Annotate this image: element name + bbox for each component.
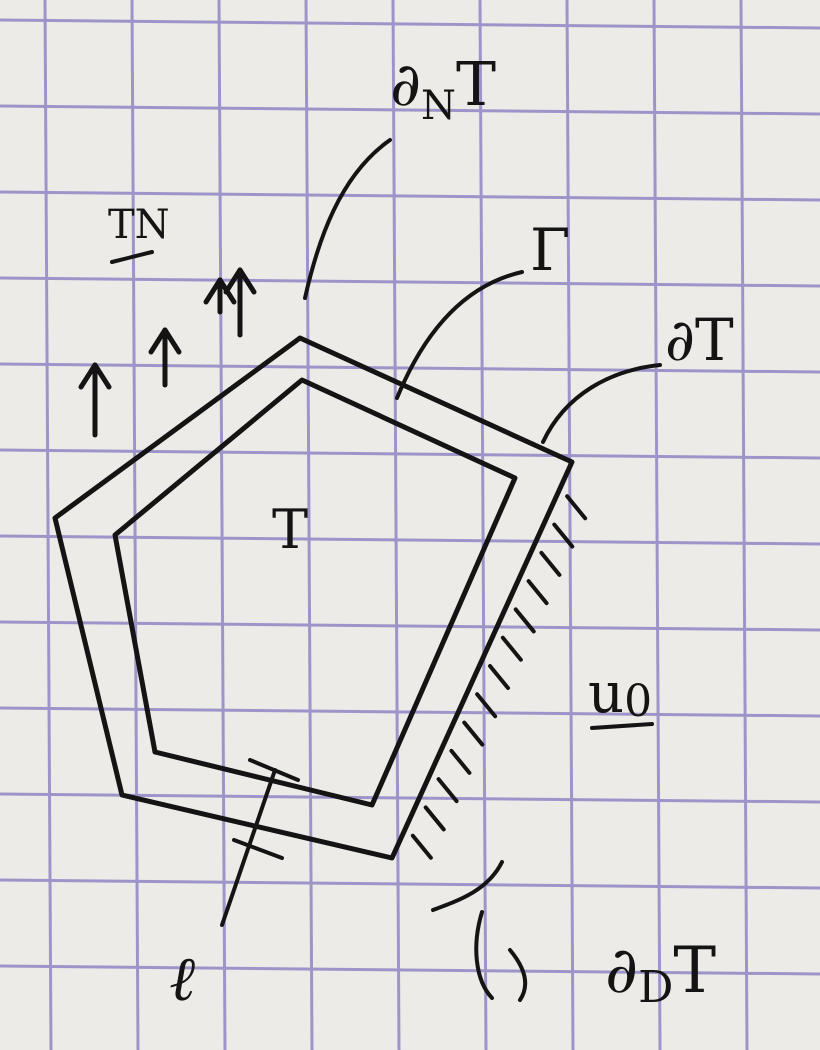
hatch-mark-icon xyxy=(423,805,446,832)
dirichlet-brace-left xyxy=(431,860,504,912)
hatch-mark-icon xyxy=(462,720,485,747)
grid-line-vertical xyxy=(478,0,488,1050)
grid-line-vertical xyxy=(739,0,749,1050)
hatch-mark-icon xyxy=(436,777,459,804)
grid-line-horizontal xyxy=(0,792,820,804)
hatch-mark-icon xyxy=(513,607,536,634)
grid-line-horizontal xyxy=(0,18,820,30)
displacement-underline xyxy=(590,722,654,730)
hatch-mark-icon xyxy=(526,579,549,606)
grid-line-horizontal xyxy=(0,534,820,546)
hatch-mark-icon xyxy=(539,550,562,577)
dirichlet-boundary-label: ∂DT xyxy=(605,934,716,1013)
outer-pentagon-boundary xyxy=(52,335,575,861)
grid-line-horizontal xyxy=(0,620,820,632)
hatch-mark-icon xyxy=(565,494,588,521)
traction-label: TN xyxy=(108,202,170,248)
up-arrow-icon xyxy=(78,362,112,438)
interface-label: Γ xyxy=(530,216,570,284)
thickness-tick-inner xyxy=(248,758,300,782)
hatch-mark-icon xyxy=(488,664,510,690)
thickness-label: ℓ xyxy=(169,942,195,1015)
grid-line-horizontal xyxy=(0,276,820,288)
dirichlet-brace-stem xyxy=(474,910,494,1000)
hatch-mark-icon xyxy=(475,692,498,719)
grid-line-vertical xyxy=(652,0,662,1050)
neumann-leader-line xyxy=(303,138,392,300)
grid-line-vertical xyxy=(217,0,227,1050)
grid-line-vertical xyxy=(565,0,575,1050)
grid-line-horizontal xyxy=(0,448,820,460)
dirichlet-hatching xyxy=(410,494,588,860)
grid-line-horizontal xyxy=(0,878,820,890)
outer-boundary-leader-line xyxy=(541,363,662,444)
outer-boundary-label: ∂T xyxy=(665,306,734,374)
traction-arrows xyxy=(78,267,257,438)
grid-line-horizontal xyxy=(0,964,820,976)
inner-pentagon-domain xyxy=(112,377,518,808)
neumann-boundary-label: ∂NT xyxy=(390,50,496,129)
grid-line-horizontal xyxy=(0,190,820,202)
grid-line-vertical xyxy=(43,0,53,1050)
grid-line-vertical xyxy=(304,0,314,1050)
dirichlet-brace-right xyxy=(508,948,528,1002)
grid-line-vertical xyxy=(130,0,140,1050)
up-arrow-icon xyxy=(223,267,257,338)
thickness-tick-outer xyxy=(232,838,284,860)
interface-leader-line xyxy=(395,270,524,400)
up-arrow-icon xyxy=(203,277,237,315)
hatch-mark-icon xyxy=(449,748,472,775)
grid-line-horizontal xyxy=(0,104,820,116)
domain-label: T xyxy=(272,498,308,561)
traction-underline xyxy=(110,250,154,264)
displacement-label: u0 xyxy=(588,661,652,727)
grid-line-vertical xyxy=(391,0,401,1050)
hatch-mark-icon xyxy=(410,833,433,860)
hatch-mark-icon xyxy=(500,635,523,662)
up-arrow-icon xyxy=(148,327,182,388)
hatch-mark-icon xyxy=(552,522,575,549)
